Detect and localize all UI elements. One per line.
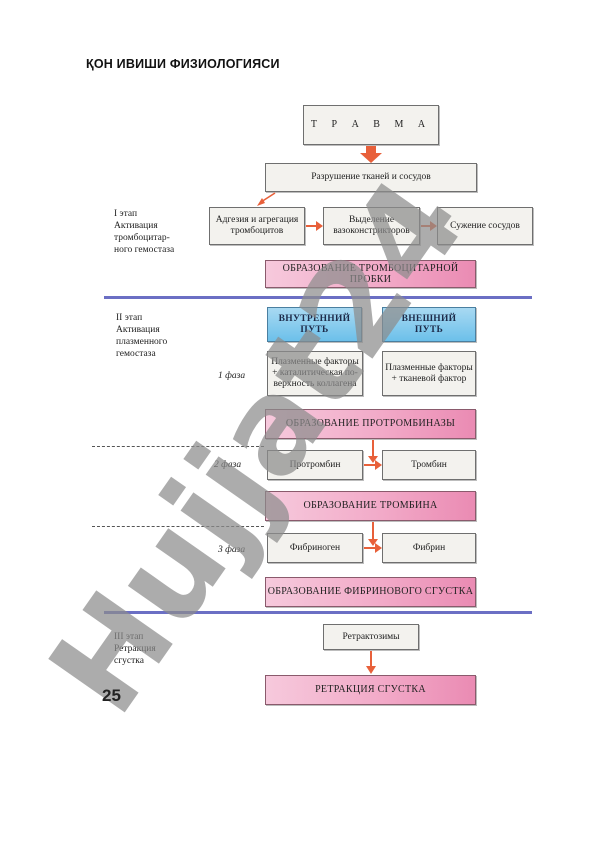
arrow-thrombin-down-line bbox=[372, 522, 374, 541]
arrow-prothrombinase-down-line bbox=[372, 440, 374, 458]
arrow-fibrinogen-fibrin-line bbox=[364, 547, 375, 549]
phase-separator-2 bbox=[92, 526, 264, 527]
arrow-vaso-narrowing-head bbox=[430, 221, 437, 231]
page-title: ҚОН ИВИШИ ФИЗИОЛОГИЯСИ bbox=[86, 57, 280, 71]
phase-separator-1 bbox=[92, 446, 264, 447]
arrow-thrombin-down-head bbox=[368, 539, 378, 546]
fibrin-clot-box: ОБРАЗОВАНИЕ ФИБРИНОВОГО СГУСТКА bbox=[265, 577, 476, 607]
arrow-adhesion-vaso-head bbox=[316, 221, 323, 231]
destruction-box: Разрушение тканей и сосудов bbox=[265, 163, 477, 192]
arrow-prothrombin-thrombin-line bbox=[364, 464, 375, 466]
narrowing-box: Сужение сосудов bbox=[437, 207, 533, 245]
stage-2-label: II этап Активация плазменного гемостаза bbox=[116, 313, 168, 359]
arrow-adhesion-vaso-line bbox=[306, 225, 316, 227]
fibrin-box: Фибрин bbox=[382, 533, 476, 563]
arrow-destruction-adhesion-head bbox=[257, 198, 265, 206]
stage-separator-2 bbox=[104, 611, 532, 614]
external-path-box: ВНЕШНИЙ ПУТЬ bbox=[382, 307, 476, 342]
plasma-factors-internal-box: Плазменные факторы + каталитическая по- … bbox=[267, 351, 363, 396]
arrow-retract-head bbox=[366, 666, 376, 674]
stage-1-label: I этап Активация тромбоцитар- ного гемос… bbox=[114, 209, 175, 255]
clot-retraction-box: РЕТРАКЦИЯ СГУСТКА bbox=[265, 675, 476, 705]
retractozyme-box: Ретрактозимы bbox=[323, 624, 419, 650]
vasoconstrictors-box: Выделение вазоконстрикторов bbox=[323, 207, 420, 245]
arrow-prothrombinase-down-head bbox=[368, 456, 378, 463]
internal-path-box: ВНУТРЕННИЙ ПУТЬ bbox=[267, 307, 362, 342]
page-number: 25 bbox=[102, 686, 121, 705]
arrow-retract-line bbox=[370, 651, 372, 668]
stage-3-label: III этап Ретракция сгустка bbox=[114, 632, 156, 666]
arrow-prothrombin-thrombin-head bbox=[375, 460, 382, 470]
plasma-factors-external-box: Плазменные факторы + тканевой фактор bbox=[382, 351, 476, 396]
prothrombin-box: Протромбин bbox=[267, 450, 363, 480]
prothrombinase-box: ОБРАЗОВАНИЕ ПРОТРОМБИНАЗЫ bbox=[265, 409, 476, 439]
platelet-plug-box: ОБРАЗОВАНИЕ ТРОМБОЦИТАРНОЙ ПРОБКИ bbox=[265, 260, 476, 288]
arrow-trauma-destruction bbox=[360, 146, 382, 163]
arrow-fibrinogen-fibrin-head bbox=[375, 543, 382, 553]
trauma-box: Т Р А В М А bbox=[303, 105, 439, 145]
thrombin-box: Тромбин bbox=[382, 450, 476, 480]
phase-2-label: 2 фаза bbox=[214, 460, 242, 470]
stage-separator-1 bbox=[104, 296, 532, 299]
thrombin-formation-box: ОБРАЗОВАНИЕ ТРОМБИНА bbox=[265, 491, 476, 521]
fibrinogen-box: Фибриноген bbox=[267, 533, 363, 563]
phase-3-label: 3 фаза bbox=[218, 545, 246, 555]
adhesion-box: Адгезия и агрегация тромбоцитов bbox=[209, 207, 305, 245]
arrow-vaso-narrowing-line bbox=[421, 225, 430, 227]
phase-1-label: 1 фаза bbox=[218, 371, 246, 381]
